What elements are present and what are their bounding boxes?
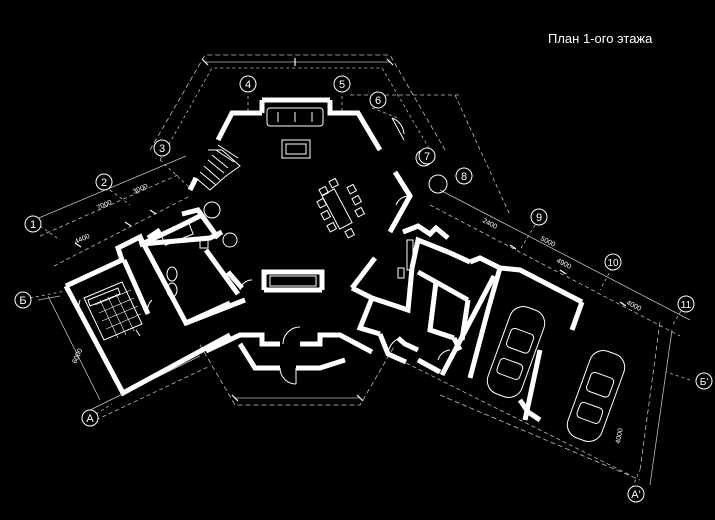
dimension-label: 4000 bbox=[625, 300, 642, 313]
car-right bbox=[566, 350, 626, 442]
axis-label-6: 6 bbox=[375, 95, 381, 107]
axis-label-7: 7 bbox=[424, 151, 430, 163]
dimension-label: 6000 bbox=[71, 348, 84, 365]
dimension-label: 5000 bbox=[539, 236, 556, 249]
bathtub bbox=[160, 222, 194, 246]
dining-chairs bbox=[316, 177, 366, 239]
axis-marker-2: 2 bbox=[95, 173, 113, 191]
axis-marker-5: 5 bbox=[333, 75, 351, 93]
axis-marker-4: 4 bbox=[239, 75, 257, 93]
walls bbox=[63, 97, 585, 423]
bed-pattern bbox=[94, 289, 142, 339]
dimension-label: 7000 bbox=[96, 199, 113, 212]
axis-marker-9: 9 bbox=[530, 208, 548, 226]
staircase bbox=[195, 144, 241, 191]
axis-label-8: 8 bbox=[461, 171, 467, 183]
axis-marker-3: 3 bbox=[153, 139, 171, 157]
axis-label-A1: А' bbox=[631, 489, 640, 501]
axis-label-A: А bbox=[86, 413, 94, 425]
dining-table bbox=[321, 188, 353, 230]
axis-marker-B1: Б' bbox=[695, 372, 713, 390]
dimension-label: 3000 bbox=[132, 183, 149, 196]
sofa-top bbox=[266, 107, 324, 127]
axis-markers: 1 2 3 4 5 6 7 8 9 10 11 А Б А' Б' bbox=[14, 75, 713, 503]
coffee-table bbox=[281, 139, 311, 159]
car-left bbox=[486, 306, 546, 398]
axis-label-B: Б bbox=[19, 295, 26, 307]
plan-title: План 1-ого этажа bbox=[548, 31, 653, 46]
dimension-labels: 4400 7000 3000 6000 2400 5000 4900 4000 … bbox=[71, 183, 642, 444]
axis-label-11: 11 bbox=[681, 300, 692, 311]
axis-marker-10: 10 bbox=[604, 253, 622, 271]
dimension-label: 2400 bbox=[481, 218, 498, 231]
armchair bbox=[203, 201, 221, 219]
axis-label-4: 4 bbox=[245, 79, 251, 91]
dimension-label: 4900 bbox=[555, 258, 572, 271]
axis-label-3: 3 bbox=[159, 143, 165, 155]
axis-marker-B: Б bbox=[14, 291, 32, 309]
axis-label-10: 10 bbox=[607, 258, 619, 269]
axis-label-2: 2 bbox=[101, 177, 107, 189]
dimension-label: 4000 bbox=[615, 428, 625, 445]
axis-marker-8: 8 bbox=[455, 167, 473, 185]
axis-marker-A: А bbox=[81, 409, 99, 427]
doors-and-partitions bbox=[147, 117, 451, 385]
axis-marker-6: 6 bbox=[369, 91, 387, 109]
axis-label-B1: Б' bbox=[700, 377, 709, 388]
axis-marker-11: 11 bbox=[677, 295, 695, 313]
axis-label-5: 5 bbox=[339, 79, 345, 91]
dimension-label: 4400 bbox=[74, 233, 91, 246]
axis-marker-A1: А' bbox=[627, 485, 645, 503]
furniture bbox=[77, 107, 448, 341]
bed bbox=[77, 281, 143, 341]
axis-marker-1: 1 bbox=[24, 215, 42, 233]
axis-label-9: 9 bbox=[536, 212, 542, 224]
axis-label-1: 1 bbox=[30, 219, 36, 231]
central-sofa bbox=[269, 275, 317, 287]
axis-marker-7: 7 bbox=[418, 147, 436, 165]
